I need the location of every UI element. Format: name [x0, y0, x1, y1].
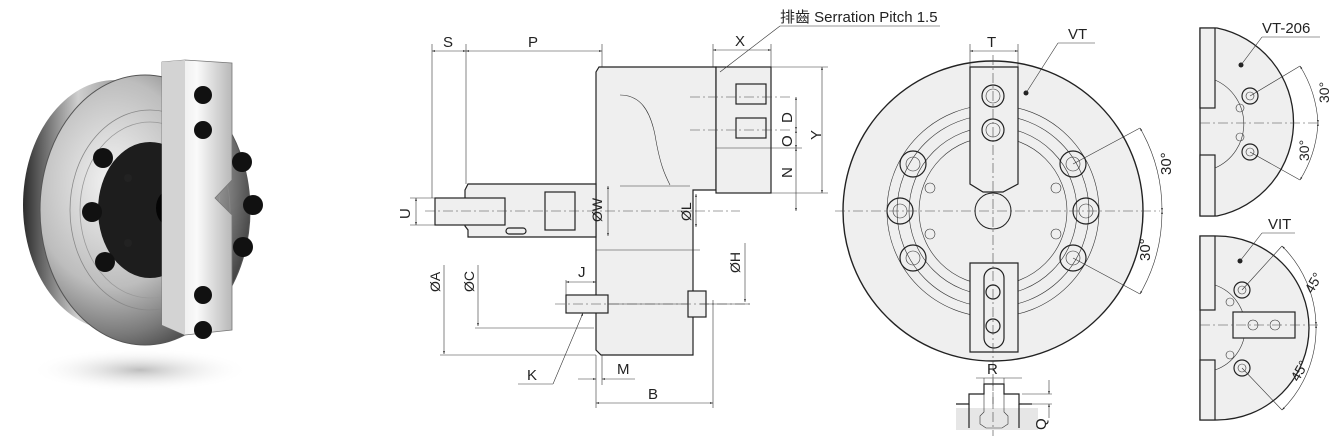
- dim-label-y: Y: [808, 130, 825, 140]
- dim-label-p: P: [528, 34, 538, 51]
- dim-label-u: U: [397, 208, 414, 219]
- dim-label-n: N: [779, 167, 796, 178]
- model-label-vt: VT: [1068, 26, 1087, 43]
- dim-label-a: ØA: [427, 271, 443, 292]
- dim-label-b: B: [648, 386, 658, 403]
- dim-label-l: ØL: [678, 202, 694, 221]
- model-label-vit: VIT: [1268, 216, 1291, 233]
- front-view: T VT 30° 30° R Q: [835, 26, 1175, 436]
- serration-pitch-note: 排齒 Serration Pitch 1.5: [780, 9, 938, 26]
- bolt-icon: [194, 86, 212, 104]
- bolt-icon: [82, 202, 102, 222]
- draw-bar: [434, 197, 506, 226]
- vt206-angle-bottom: 30°: [1296, 140, 1312, 161]
- variant-vt206-view: VT-206 30° 30°: [1199, 20, 1332, 217]
- bolt-icon: [194, 121, 212, 139]
- dim-label-j: J: [578, 264, 586, 281]
- dim-label-q: Q: [1033, 418, 1050, 430]
- side-section-view: S P X 排齒 Serration Pitch 1.5 Y D O N U Ø…: [397, 9, 940, 408]
- dim-label-x: X: [735, 33, 745, 50]
- photo-shadow: [30, 348, 250, 392]
- dim-label-r: R: [987, 361, 998, 378]
- model-label-vt206: VT-206: [1262, 20, 1310, 37]
- angle-label-top: 30°: [1158, 152, 1175, 175]
- vt206-angle-top: 30°: [1316, 82, 1332, 103]
- variant-vit-view: VIT 45° 45°: [1199, 216, 1326, 421]
- bolt-icon: [243, 195, 263, 215]
- dim-label-w: ØW: [589, 197, 605, 222]
- dim-label-h: ØH: [727, 252, 743, 273]
- dim-label-m: M: [617, 361, 630, 378]
- bolt-icon: [194, 286, 212, 304]
- bolt-icon: [232, 152, 252, 172]
- dim-label-o: O: [779, 135, 796, 147]
- bolt-icon: [93, 148, 113, 168]
- bolt-icon: [233, 237, 253, 257]
- bolt-icon: [95, 252, 115, 272]
- top-jaw: [969, 66, 1019, 193]
- angle-label-bottom: 30°: [1137, 238, 1154, 261]
- dim-label-d: D: [779, 112, 796, 123]
- bolt-circle: [886, 150, 1100, 272]
- chuck-photo: [23, 59, 263, 392]
- bolt-icon: [194, 321, 212, 339]
- vit-angle-top: 45°: [1301, 270, 1325, 296]
- dim-label-k: K: [527, 367, 537, 384]
- dim-label-s: S: [443, 34, 453, 51]
- jaw-profile-detail: R Q: [956, 361, 1052, 436]
- dim-label-c: ØC: [461, 271, 477, 292]
- dim-label-t: T: [987, 34, 996, 51]
